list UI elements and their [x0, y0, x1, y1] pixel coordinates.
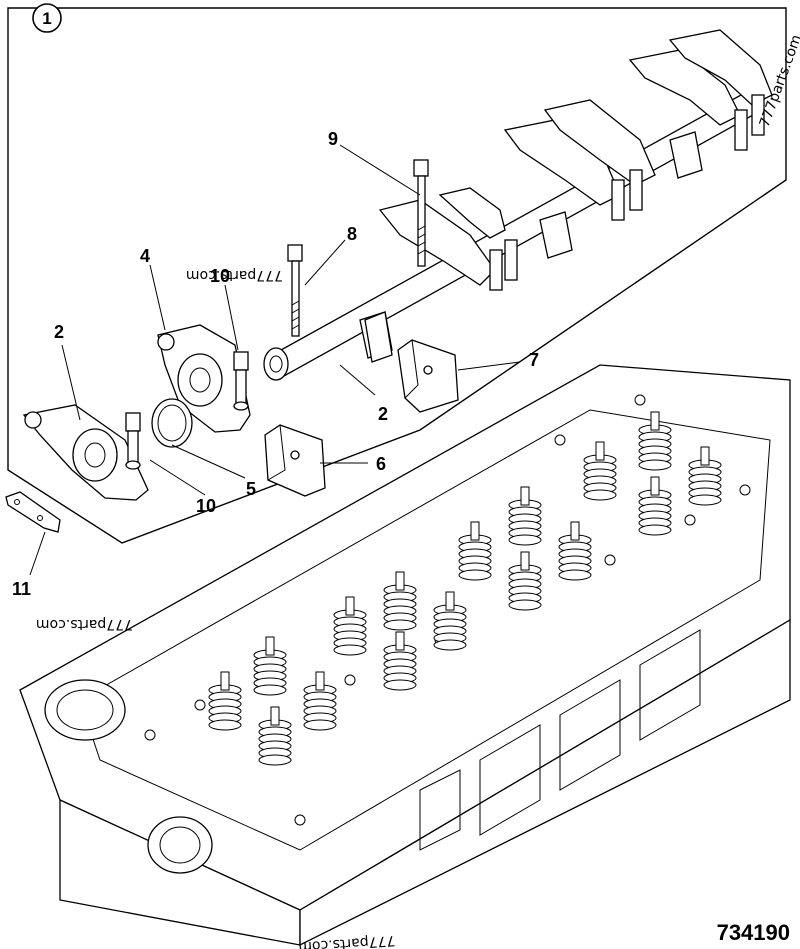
adjuster-screw-10-lower	[125, 412, 141, 470]
valve-spring	[508, 551, 542, 611]
rocker-arm-3	[22, 404, 149, 501]
seal-ring-5	[151, 398, 193, 448]
valve-spring	[258, 706, 292, 766]
valve-spring	[383, 631, 417, 691]
bolt-8	[287, 244, 303, 337]
assembly-outline	[7, 7, 787, 544]
valve-spring	[433, 591, 467, 651]
callout-5: 5	[246, 479, 256, 499]
valve-spring	[383, 571, 417, 631]
valve-spring	[303, 671, 337, 731]
valve-spring	[558, 521, 592, 581]
callout-10-lower: 10	[196, 496, 216, 516]
valve-spring	[333, 596, 367, 656]
bolt-9	[413, 159, 429, 267]
callout-9: 9	[328, 129, 338, 149]
watermark-1: 777parts.com	[186, 267, 283, 283]
leader-lines	[29, 144, 521, 576]
valve-spring	[508, 486, 542, 546]
valve-spring	[458, 521, 492, 581]
callout-10-upper: 10	[210, 266, 230, 286]
rocker-arm-row	[378, 29, 773, 291]
valve-spring	[253, 636, 287, 696]
valve-springs	[208, 411, 722, 766]
valve-spring	[688, 446, 722, 506]
callout-8: 8	[347, 224, 357, 244]
shaft-support-7	[364, 311, 459, 413]
shaft-support-6	[264, 424, 326, 497]
callout-11: 11	[12, 579, 31, 599]
group-circle-1: 1	[32, 3, 62, 33]
callout-6: 6	[376, 454, 386, 474]
valve-spring	[638, 411, 672, 471]
bracket-11	[5, 491, 61, 533]
valve-spring	[638, 476, 672, 536]
watermark-2: 777parts.com	[36, 616, 133, 632]
callout-7: 7	[529, 350, 539, 370]
adjuster-screw-10-upper	[233, 351, 249, 411]
callout-3: 2	[54, 322, 64, 342]
valve-spring	[208, 671, 242, 731]
svg-text:1: 1	[42, 9, 51, 28]
callout-4: 4	[140, 246, 150, 266]
callout-2: 2	[378, 404, 388, 424]
valve-spring	[583, 441, 617, 501]
cylinder-head	[19, 364, 791, 947]
figure-number: 734190	[717, 920, 790, 945]
